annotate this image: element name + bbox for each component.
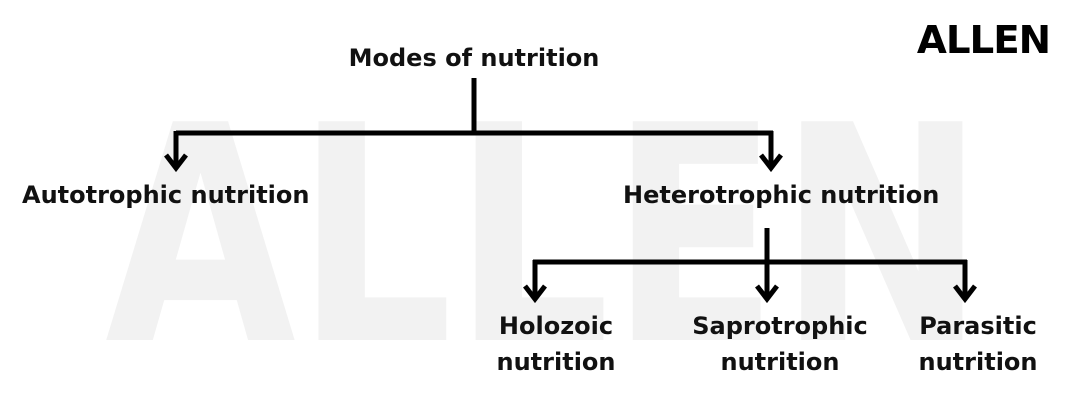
heterotrophic-node: Heterotrophic nutrition [623, 181, 940, 209]
autotrophic-node: Autotrophic nutrition [22, 181, 310, 209]
root-connector [173, 78, 774, 166]
parasitic-arrowhead [953, 284, 977, 304]
holozoic-node: Holozoic nutrition [496, 312, 616, 376]
autotrophic-arrowhead [164, 153, 188, 173]
level1-arrowheads [164, 153, 783, 173]
heterotrophic-arrowhead [759, 153, 783, 173]
level2-arrowheads [523, 284, 977, 304]
saprotrophic-node: Saprotrophic nutrition [692, 312, 868, 376]
allen-logo: ALLEN [911, 18, 1056, 62]
hetero-connector [532, 228, 968, 297]
logo-text: ALLEN [916, 18, 1051, 62]
holozoic-arrowhead [523, 284, 547, 304]
root-node: Modes of nutrition [348, 44, 600, 72]
saprotrophic-arrowhead [755, 284, 779, 304]
parasitic-node: Parasitic nutrition [918, 312, 1038, 376]
